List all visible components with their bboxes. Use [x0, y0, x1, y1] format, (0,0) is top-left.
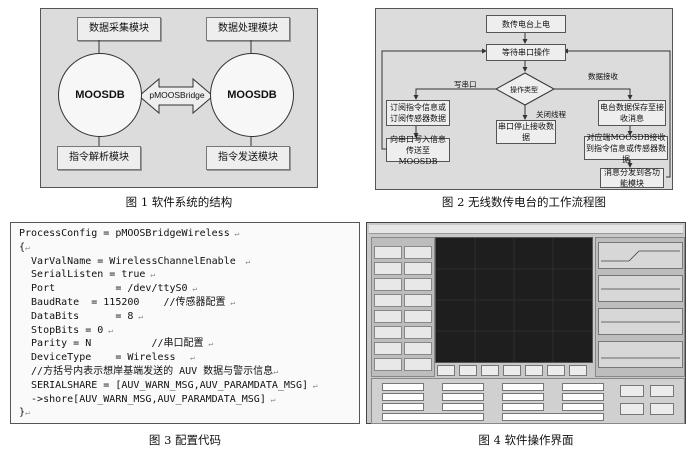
- display-button[interactable]: [503, 365, 521, 376]
- sonar-display: [435, 237, 593, 363]
- display-button[interactable]: [547, 365, 565, 376]
- action-button[interactable]: [620, 403, 644, 415]
- status-field: [382, 393, 424, 401]
- data-collection-module: 数据采集模块: [77, 17, 161, 41]
- control-button[interactable]: [404, 246, 432, 259]
- status-field: [502, 393, 544, 401]
- figure-3-config-code: ProcessConfig = pMOOSBridgeWireless ↵ {↵…: [10, 222, 360, 424]
- code-line: ->shore[AUV_WARN_MSG,AUV_PARAMDATA_MSG] …: [19, 393, 276, 405]
- figure-2-caption: 图 2 无线数传电台的工作流程图: [441, 195, 607, 209]
- left-control-panel: [371, 237, 435, 377]
- sensor-graph: [598, 308, 683, 335]
- flowchart-connectors: [381, 31, 671, 178]
- decision-label: 操作类型: [510, 86, 538, 94]
- figure-3-caption: 图 3 配置代码: [148, 433, 222, 447]
- figure-4-caption: 图 4 软件操作界面: [478, 433, 574, 447]
- code-line: DataBits = 8 ↵: [19, 310, 144, 322]
- status-field: [562, 403, 604, 411]
- status-field: [562, 383, 604, 391]
- data-processing-module: 数据处理模块: [206, 17, 290, 41]
- code-line: ProcessConfig = pMOOSBridgeWireless ↵: [19, 228, 240, 239]
- display-grid: [436, 238, 592, 362]
- control-button[interactable]: [404, 278, 432, 291]
- close-thread-label: 关闭线程: [536, 110, 566, 119]
- data-receive-label: 数据接收: [588, 72, 618, 81]
- code-line: {↵: [19, 241, 30, 253]
- status-field: [382, 403, 424, 411]
- status-field: [382, 413, 484, 421]
- write-to-serial-box: 向串口写入信息传送至MOOSDB: [386, 135, 450, 166]
- control-button[interactable]: [404, 342, 432, 355]
- wait-box: 等待串口操作: [486, 44, 566, 61]
- status-field: [502, 403, 544, 411]
- control-button[interactable]: [374, 358, 402, 371]
- status-field: [382, 383, 424, 391]
- action-button[interactable]: [650, 403, 674, 415]
- moosdb-left-node: MOOSDB: [58, 53, 142, 137]
- control-button[interactable]: [374, 294, 402, 307]
- display-button[interactable]: [525, 365, 543, 376]
- stop-receive-box: 串口停止接收数据: [496, 120, 556, 144]
- figure-4-software-ui: [366, 222, 686, 424]
- menu-bar: [369, 225, 683, 234]
- status-field: [502, 413, 604, 421]
- display-button[interactable]: [569, 365, 587, 376]
- bridge-label: pMOOSBridge: [149, 90, 205, 100]
- moosdb-right-node: MOOSDB: [210, 53, 294, 137]
- command-sending-module: 指令发送模块: [206, 146, 290, 170]
- code-line: }↵: [19, 407, 30, 419]
- control-button[interactable]: [374, 342, 402, 355]
- display-button[interactable]: [437, 365, 455, 376]
- code-line: BaudRate = 115200 //传感器配置 ↵: [19, 296, 236, 308]
- action-button[interactable]: [650, 385, 674, 397]
- code-line: SerialListen = true ↵: [19, 269, 156, 281]
- display-button[interactable]: [481, 365, 499, 376]
- control-button[interactable]: [374, 310, 402, 323]
- control-button[interactable]: [374, 326, 402, 339]
- save-data-box: 电台数据保存至接收消息: [598, 100, 666, 126]
- status-field: [442, 393, 484, 401]
- status-field-panel: [371, 378, 685, 424]
- sensor-graph: [598, 242, 683, 269]
- code-line: Port = /dev/ttyS0 ↵: [19, 283, 198, 295]
- control-button[interactable]: [404, 358, 432, 371]
- control-button[interactable]: [404, 310, 432, 323]
- figure-2-flowchart: 数传电台上电 等待串口操作 操作类型 写串口 关闭线程 数据接收 订阅指令信息或…: [375, 8, 673, 190]
- sensor-graph: [598, 341, 683, 368]
- control-button[interactable]: [374, 278, 402, 291]
- figure-1-software-structure: 数据采集模块 数据处理模块 指令解析模块 指令发送模块 MOOSDB MOOSD…: [40, 8, 318, 188]
- code-line: Parity = N //串口配置 ↵: [19, 338, 214, 350]
- moosdb-receive-box: 对应端MOOSDB接收到指令信息或传感器数据: [584, 132, 668, 164]
- subscribe-box: 订阅指令信息或订阅传感器数据: [386, 100, 450, 126]
- control-button[interactable]: [404, 262, 432, 275]
- control-button[interactable]: [374, 262, 402, 275]
- control-button[interactable]: [404, 326, 432, 339]
- code-line: SERIALSHARE = [AUV_WARN_MSG,AUV_PARAMDAT…: [19, 379, 318, 391]
- figure-1-caption: 图 1 软件系统的结构: [125, 195, 233, 209]
- code-line: //方括号内表示想岸基端发送的 AUV 数据与警示信息↵: [19, 365, 279, 377]
- sensor-graph: [598, 275, 683, 302]
- display-button-row: [435, 363, 591, 376]
- start-box: 数传电台上电: [486, 15, 566, 33]
- status-field: [442, 403, 484, 411]
- write-serial-label: 写串口: [454, 80, 477, 89]
- control-button[interactable]: [404, 294, 432, 307]
- dispatch-box: 消息分发到各功能模块: [600, 168, 664, 188]
- sensor-graph-panel: [595, 237, 685, 377]
- action-button[interactable]: [620, 385, 644, 397]
- status-field: [562, 393, 604, 401]
- status-field: [502, 383, 544, 391]
- display-button[interactable]: [459, 365, 477, 376]
- code-line: StopBits = 0 ↵: [19, 324, 113, 336]
- status-field: [442, 383, 484, 391]
- control-button[interactable]: [374, 246, 402, 259]
- code-line: DeviceType = Wireless ↵: [19, 352, 195, 364]
- command-parsing-module: 指令解析模块: [57, 146, 141, 170]
- code-line: VarValName = WirelessChannelEnable ↵: [19, 255, 251, 267]
